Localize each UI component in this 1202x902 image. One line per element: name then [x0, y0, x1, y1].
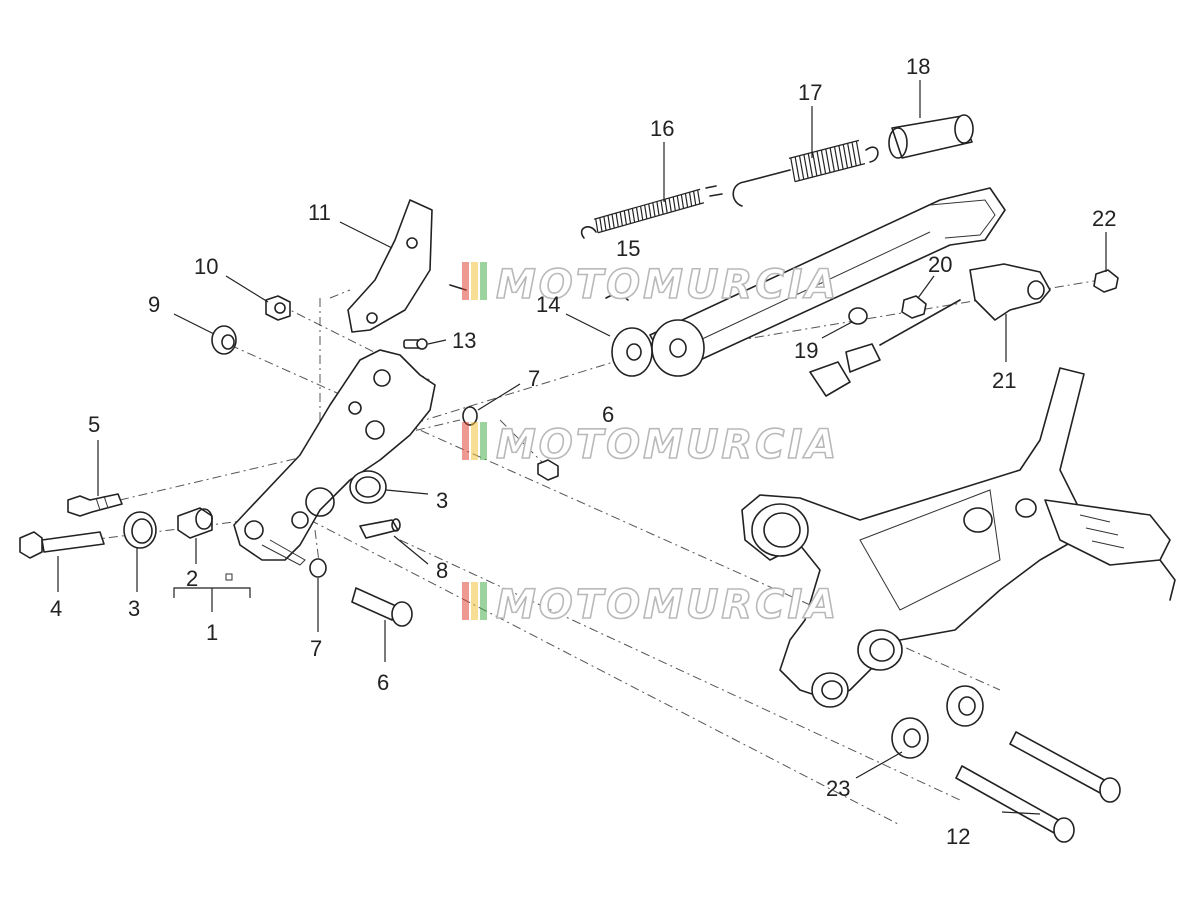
nut-22 [1093, 269, 1119, 293]
pin-8 [359, 518, 401, 539]
washer-9 [211, 325, 237, 355]
washer-23-lower [891, 717, 929, 759]
washer-19 [848, 307, 868, 325]
footpeg-plate [741, 367, 1176, 708]
washer-3-left [123, 511, 157, 549]
callout-14: 14 [536, 292, 560, 317]
watermark-text-middle: MOTOMURCIA [496, 422, 839, 468]
nut-10 [265, 295, 291, 321]
callout-11: 11 [308, 200, 331, 225]
sleeve-18 [888, 114, 974, 159]
nut-6-upper [537, 459, 559, 481]
callout-3-right: 3 [436, 488, 448, 513]
bolt-4 [19, 531, 105, 559]
callout-7-upper: 7 [528, 366, 540, 391]
washer-3-right [349, 470, 387, 504]
watermark-text-bottom: MOTOMURCIA [496, 582, 839, 628]
pin-5 [67, 493, 123, 517]
watermark-text-top: MOTOMURCIA [496, 262, 839, 308]
side-stand [611, 187, 1006, 377]
spring-17 [732, 139, 879, 207]
callout-6-upper: 6 [602, 402, 614, 427]
callout-17: 17 [798, 80, 822, 105]
leader-lines [57, 80, 1107, 815]
callout-19: 19 [794, 338, 818, 363]
callout-20: 20 [928, 252, 952, 277]
callout-8: 8 [436, 558, 448, 583]
washer-23-upper [946, 685, 984, 727]
chain-guard [347, 199, 433, 333]
callout-13: 13 [452, 328, 476, 353]
bolt-12-lower [955, 765, 1075, 843]
callout-2: 2 [186, 566, 198, 591]
bolt-13 [403, 338, 428, 350]
spring-16 [580, 185, 723, 239]
nut-20 [901, 295, 927, 319]
callout-labels: 1 2 3 3 4 5 6 6 7 7 8 9 10 11 12 13 14 1… [50, 54, 1116, 849]
callout-23: 23 [826, 776, 850, 801]
callout-5: 5 [88, 412, 100, 437]
callout-7-lower: 7 [310, 636, 322, 661]
callout-3-left: 3 [128, 596, 140, 621]
bolt-6-lower [351, 587, 413, 627]
stand-switch [809, 263, 1051, 397]
callout-4: 4 [50, 596, 62, 621]
washer-7-upper [462, 406, 478, 426]
callout-16: 16 [650, 116, 674, 141]
washer-7-lower [309, 558, 327, 578]
callout-6-lower: 6 [377, 670, 389, 695]
watermark: MOTOMURCIA MOTOMURCIA MOTOMURCIA [462, 261, 839, 629]
callout-9: 9 [148, 292, 160, 317]
callout-22: 22 [1092, 206, 1116, 231]
callout-21: 21 [992, 368, 1016, 393]
small-clip-15 [605, 291, 629, 301]
footrest-bracket [225, 349, 436, 581]
callout-18: 18 [906, 54, 930, 79]
callout-10: 10 [194, 254, 218, 279]
callout-12: 12 [946, 824, 970, 849]
callout-1: 1 [206, 620, 218, 645]
bushing-2 [177, 507, 213, 539]
bolt-12-upper [1009, 731, 1121, 803]
callout-15: 15 [616, 236, 640, 261]
